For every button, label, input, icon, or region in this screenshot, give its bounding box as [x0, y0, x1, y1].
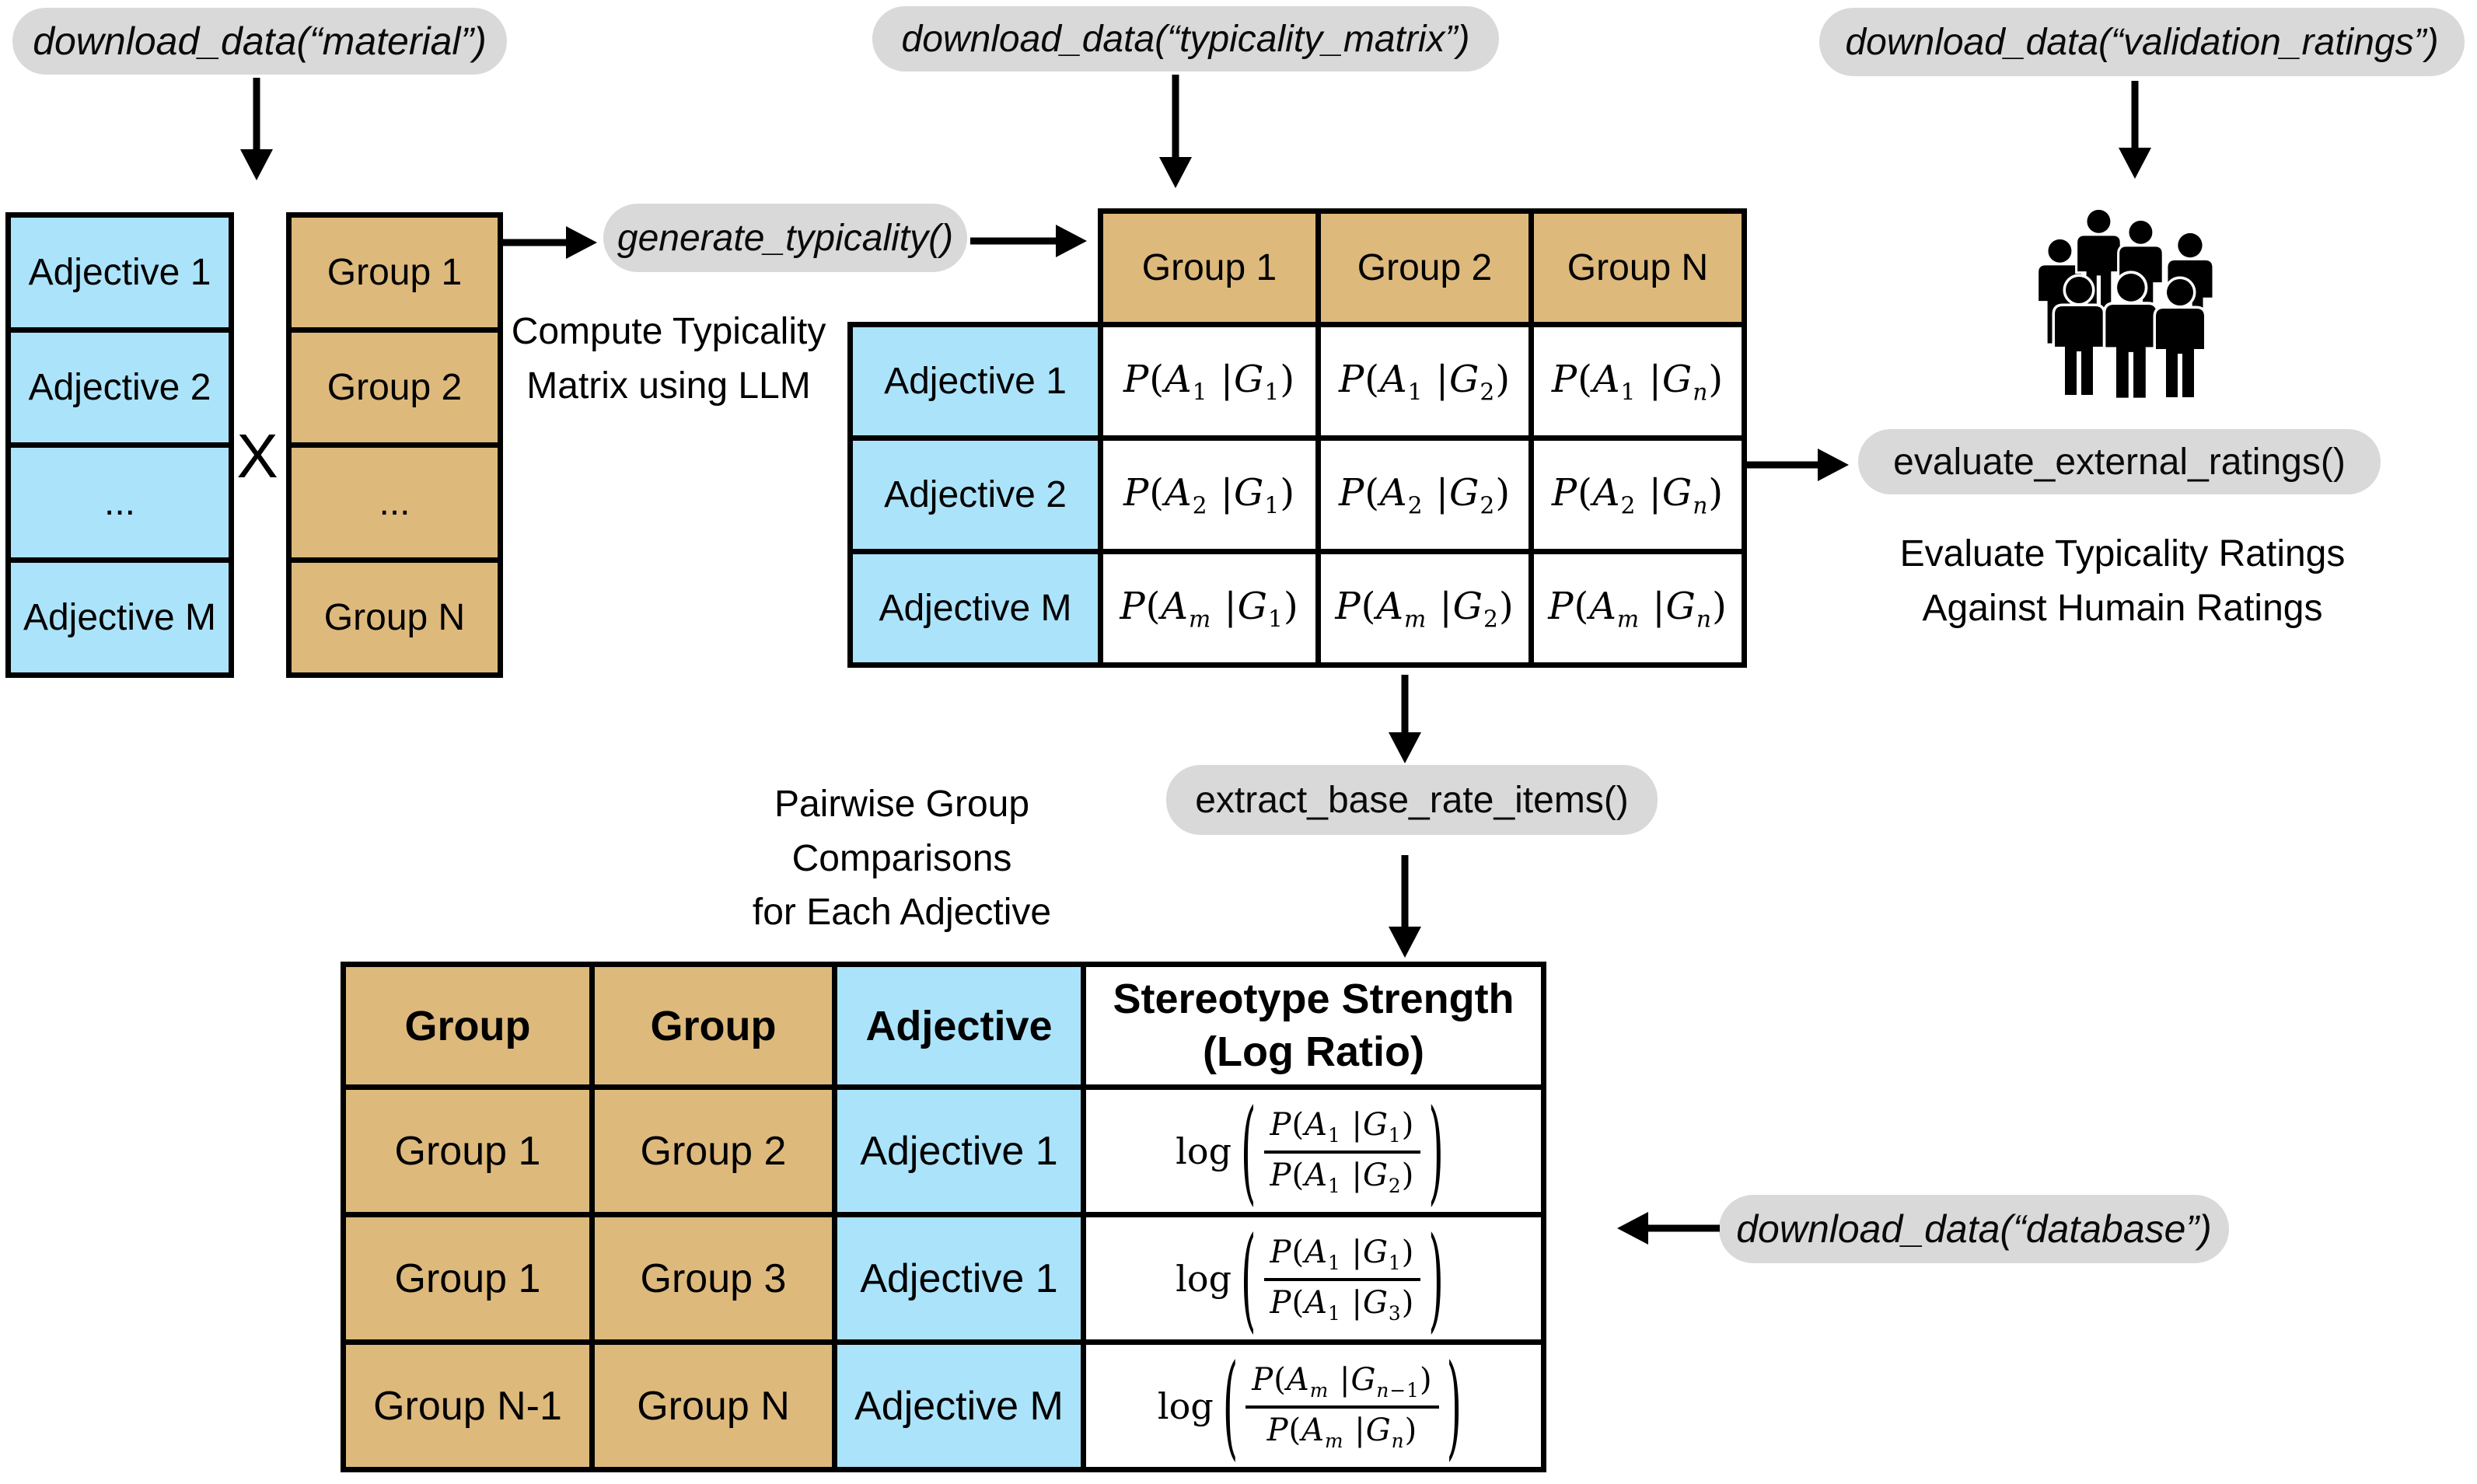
matrix-cell-formula: P(A2 |G1) [1098, 435, 1321, 554]
badge-download-database: download_data(“database”) [1719, 1195, 2229, 1263]
open-paren: ( [1241, 1087, 1256, 1215]
matrix-cell-formula: P(A1 |G1) [1098, 322, 1321, 441]
group-list-cell: Group 2 [286, 327, 503, 448]
header-line: (Log Ratio) [1203, 1028, 1424, 1075]
caption-line: for Each Adjective [752, 892, 1052, 934]
caption-line: Against Humain Ratings [1922, 587, 2323, 629]
log-label: log [1176, 1257, 1232, 1300]
caption-line: Matrix using LLM [526, 365, 811, 407]
base-rate-cell: Adjective 1 [832, 1084, 1086, 1217]
adjective-list-cell: Adjective M [5, 557, 234, 678]
adjective-list-cell: Adjective 1 [5, 212, 234, 333]
adjective-list-cell: Adjective 2 [5, 327, 234, 448]
fraction-denominator: P(Am |Gn) [1266, 1412, 1418, 1452]
arrow-lists-to-generate [499, 226, 597, 259]
adjective-list-cell: ... [5, 442, 234, 563]
arrow-extract-to-base-rate-table [1389, 855, 1421, 958]
arrow-matrix-to-extract [1389, 675, 1421, 763]
header-line: Stereotype Strength [1113, 976, 1514, 1022]
log-ratio-formula: log ( P(Am |Gn−1) P(Am |Gn) ) [1089, 1348, 1539, 1465]
matrix-row-header: Adjective M [847, 549, 1103, 668]
matrix-row-header: Adjective 2 [847, 435, 1103, 554]
matrix-cell-formula: P(Am |Gn) [1528, 549, 1747, 668]
matrix-cell-formula: P(A1 |G2) [1315, 322, 1534, 441]
caption-compute-typicality: Compute Typicality Matrix using LLM [474, 305, 863, 413]
badge-generate-typicality: generate_typicality() [603, 204, 967, 272]
group-list-cell: Group N [286, 557, 503, 678]
base-rate-cell: Group 1 [341, 1212, 595, 1345]
people-group-icon [2028, 204, 2231, 411]
close-paren: ) [1446, 1342, 1462, 1470]
base-rate-cell: Group N-1 [341, 1339, 595, 1472]
base-rate-cell: Adjective 1 [832, 1212, 1086, 1345]
close-paren: ) [1428, 1087, 1444, 1215]
adjective-list-table: Adjective 1 Adjective 2 ... Adjective M [5, 212, 234, 678]
badge-download-validation-ratings: download_data(“validation_ratings”) [1819, 8, 2465, 76]
fraction-denominator: P(A1 |G2) [1270, 1158, 1415, 1197]
group-list-table: Group 1 Group 2 ... Group N [286, 212, 503, 678]
base-rate-col-header: Group [341, 962, 595, 1090]
base-rate-col-header: Group [589, 962, 837, 1090]
open-paren: ( [1241, 1214, 1256, 1343]
close-paren: ) [1428, 1214, 1444, 1343]
base-rate-cell: Adjective M [832, 1339, 1086, 1472]
arrow-typicality-download-to-matrix [1159, 75, 1192, 188]
arrow-validation-to-people [2119, 81, 2151, 179]
log-label: log [1157, 1384, 1214, 1427]
caption-line: Evaluate Typicality Ratings [1899, 533, 2346, 574]
typicality-matrix-table: Group 1 Group 2 Group N Adjective 1 P(A1… [847, 208, 1747, 668]
badge-download-typicality-matrix: download_data(“typicality_matrix”) [872, 6, 1499, 72]
group-list-cell: ... [286, 442, 503, 563]
log-ratio-formula: log ( P(A1 |G1) P(A1 |G3) ) [1089, 1220, 1539, 1337]
fraction: P(A1 |G1) P(A1 |G2) [1263, 1105, 1421, 1197]
matrix-cell-formula: P(Am |G1) [1098, 549, 1321, 668]
log-label: log [1176, 1130, 1232, 1172]
badge-download-material: download_data(“material”) [12, 8, 507, 75]
base-rate-cell: Group 1 [341, 1084, 595, 1217]
fraction-numerator: P(A1 |G1) [1263, 1233, 1421, 1281]
matrix-col-header: Group 2 [1315, 208, 1534, 327]
matrix-col-header: Group 1 [1098, 208, 1321, 327]
arrow-database-to-table [1617, 1212, 1720, 1245]
base-rate-col-header-strength: Stereotype Strength (Log Ratio) [1081, 962, 1546, 1090]
matrix-cell-formula: P(A1 |Gn) [1528, 322, 1747, 441]
base-rate-cell: Group 2 [589, 1084, 837, 1217]
log-ratio-formula: log ( P(A1 |G1) P(A1 |G2) ) [1089, 1093, 1539, 1210]
fraction-numerator: P(Am |Gn−1) [1245, 1360, 1439, 1409]
matrix-cell-formula: P(Am |G2) [1315, 549, 1534, 668]
caption-line: Compute Typicality [511, 311, 826, 352]
fraction: P(Am |Gn−1) P(Am |Gn) [1245, 1360, 1439, 1452]
open-paren: ( [1222, 1342, 1238, 1470]
caption-pairwise-comparisons: Pairwise Group Comparisons for Each Adje… [665, 777, 1139, 940]
badge-extract-base-rate-items: extract_base_rate_items() [1166, 765, 1658, 835]
fraction-numerator: P(A1 |G1) [1263, 1105, 1421, 1154]
fraction: P(A1 |G1) P(A1 |G3) [1263, 1233, 1421, 1325]
base-rate-cell: Group N [589, 1339, 837, 1472]
arrow-matrix-to-evaluate [1746, 449, 1849, 481]
caption-evaluate-ratings: Evaluate Typicality Ratings Against Huma… [1858, 527, 2387, 635]
base-rate-cell: Group 3 [589, 1212, 837, 1345]
fraction-denominator: P(A1 |G3) [1270, 1285, 1415, 1325]
badge-evaluate-external-ratings: evaluate_external_ratings() [1858, 429, 2381, 494]
matrix-cell-formula: P(A2 |G2) [1315, 435, 1534, 554]
matrix-col-header: Group N [1528, 208, 1747, 327]
base-rate-col-header: Adjective [832, 962, 1086, 1090]
group-list-cell: Group 1 [286, 212, 503, 333]
base-rate-table: Group Group Adjective Stereotype Strengt… [341, 962, 1546, 1472]
arrow-material-to-lists [240, 78, 273, 180]
arrow-generate-to-matrix [970, 225, 1087, 257]
matrix-row-header: Adjective 1 [847, 322, 1103, 441]
caption-line: Pairwise Group Comparisons [774, 784, 1030, 879]
cross-product-operator: X [236, 421, 278, 491]
matrix-cell-formula: P(A2 |Gn) [1528, 435, 1747, 554]
